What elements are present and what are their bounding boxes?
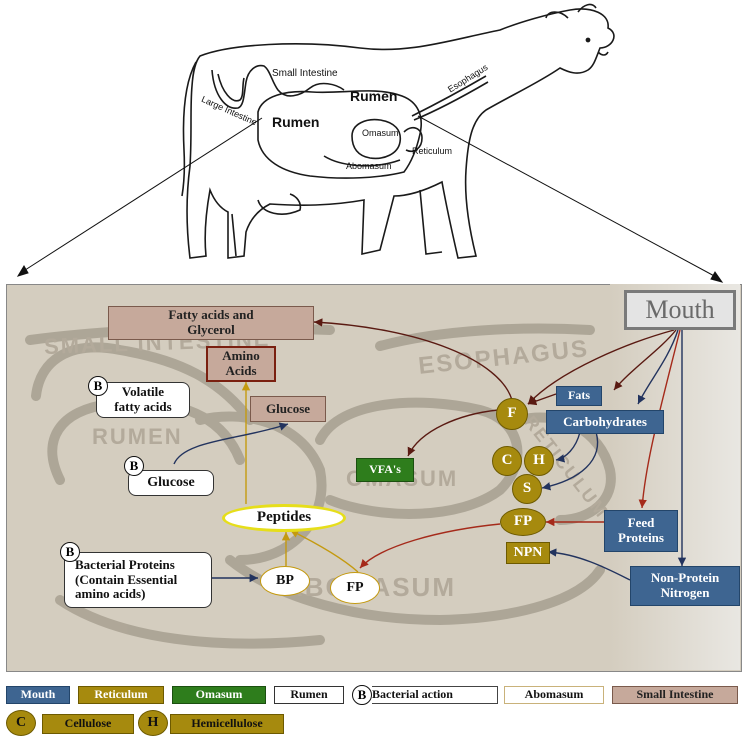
node-fp-abomasum: FP (330, 572, 380, 604)
node-npn: NPN (506, 542, 550, 564)
cow-intestine-loops (211, 64, 345, 109)
node-f: F (496, 398, 528, 430)
node-npn-source: Non-Protein Nitrogen (630, 566, 740, 606)
cow-omasum-outline (351, 118, 402, 160)
node-carbohydrates: Carbohydrates (546, 410, 664, 434)
arrow-mouth-to-f (527, 329, 675, 405)
node-feed-proteins: Feed Proteins (604, 510, 678, 552)
legend-reticulum: Reticulum (78, 686, 164, 704)
arrow-npn-source-to-npn (547, 548, 631, 581)
arrow-f-to-vfas (407, 409, 499, 457)
cow-udder (257, 193, 302, 215)
legend-abomasum: Abomasum (504, 686, 604, 704)
cow-label-small-intestine: Small Intestine (272, 68, 338, 79)
legend-small-intestine: Small Intestine (612, 686, 738, 704)
legend-c-marker: C (6, 710, 36, 736)
bacterial-marker-vfa: B (88, 376, 108, 396)
node-mouth: Mouth (624, 290, 736, 330)
node-bacterial-proteins: Bacterial Proteins (Contain Essential am… (64, 552, 212, 608)
legend-omasum: Omasum (172, 686, 266, 704)
cow-esophagus-tube (411, 75, 487, 117)
arrow-fp-abomasum-to-peptides (289, 529, 359, 573)
arrow-mouth-to-fats (613, 329, 677, 391)
arrow-glucose-rumen-to-glucose-si (173, 422, 289, 465)
node-fats: Fats (556, 386, 602, 406)
bg-label-rumen: RUMEN (92, 424, 183, 449)
cow-rumen-outline (257, 90, 422, 179)
node-s: S (512, 474, 542, 504)
node-vfas: VFA's (356, 458, 414, 482)
legend-cellulose: Cellulose (42, 714, 134, 734)
legend-hemicellulose: Hemicellulose (170, 714, 284, 734)
arrow-carbohydrates-to-s (541, 431, 599, 491)
bacterial-marker-bacterial-proteins: B (60, 542, 80, 562)
node-fatty-acids: Fatty acids and Glycerol (108, 306, 314, 340)
cow-tail (181, 61, 197, 197)
cow-body-outline (186, 8, 615, 259)
arrow-fats-to-f (527, 393, 557, 406)
node-glucose-rumen: Glucose (128, 470, 214, 496)
arrow-f-to-fatty-acids (313, 318, 513, 401)
cow-label-omasum: Omasum (362, 128, 399, 138)
node-peptides: Peptides (222, 504, 346, 532)
arrow-fp-to-fp-abomasum (359, 523, 501, 569)
cow-label-rumen-top: Rumen (350, 88, 398, 104)
arrow-mouth-to-carbohydrates (637, 329, 679, 405)
node-h: H (524, 446, 554, 476)
legend-h-marker: H (138, 710, 168, 736)
cow-label-abomasum: Abomasum (346, 161, 392, 171)
bacterial-marker-glucose: B (124, 456, 144, 476)
node-volatile-fatty-acids: Volatile fatty acids (96, 382, 190, 418)
node-fp-reticulum: FP (500, 508, 546, 536)
cow-reticulum-outline (403, 126, 423, 153)
node-amino-acids: Amino Acids (206, 346, 276, 382)
cow-label-reticulum: Reticulum (412, 146, 453, 156)
arrow-carbohydrates-to-h (555, 431, 581, 463)
legend-bacterial-marker: B (352, 685, 372, 705)
cow-label-rumen-left: Rumen (272, 114, 320, 130)
legend-bacterial-action: Bacterial action (372, 686, 498, 704)
node-c: C (492, 446, 522, 476)
legend-mouth: Mouth (6, 686, 70, 704)
node-glucose-si: Glucose (250, 396, 326, 422)
node-bp: BP (260, 566, 310, 596)
cow-abomasum-outline (323, 155, 401, 167)
legend-rumen: Rumen (274, 686, 344, 704)
